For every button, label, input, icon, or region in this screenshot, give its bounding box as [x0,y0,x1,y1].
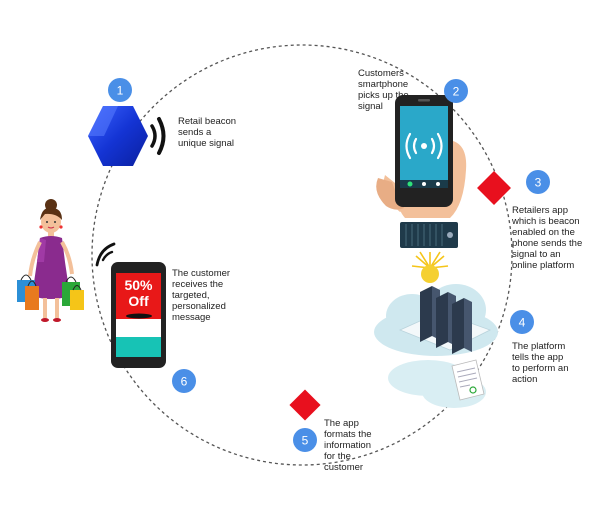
step-label-1: Retail beacon sends a unique signal [178,116,237,149]
diamond-connector-icon [477,171,511,205]
beacon-hexagon-icon [88,106,148,166]
step-label-3: Retailers app which is beacon enabled on… [512,205,583,271]
document-icon [456,367,478,388]
dashed-cycle-path [91,44,513,466]
step-number-6: 6 [181,375,188,389]
step-badge-6: 6 [172,369,196,393]
offer-off-text: Off [128,293,149,309]
offer-percent-text: 50% [124,277,153,293]
step-badge-2: 2 [444,79,468,103]
step-number-3: 3 [535,176,542,190]
offer-phone-icon: 50% Off [111,262,166,368]
step-label-2: Customers smartphone picks up the signal [358,68,409,112]
step-number-1: 1 [117,84,124,98]
step-badge-1: 1 [108,78,132,102]
wifi-signal-icon [405,132,443,160]
step-badge-3: 3 [526,170,550,194]
cloud-server-icon [374,251,498,408]
step-badge-4: 4 [510,310,534,334]
step-badge-5: 5 [293,428,317,452]
step-label-6: The customer receives the targeted, pers… [172,268,231,323]
smartphone-hand-icon [376,95,467,248]
step-label-5: The app formats the information for the … [324,418,372,473]
step-number-5: 5 [302,434,309,448]
signal-waves-icon [95,242,116,267]
shopper-woman-icon [17,199,84,322]
diamond-connector-icon [289,389,321,421]
step-label-4: The platform tells the app to perform an… [512,341,569,385]
signal-waves-icon [150,117,166,155]
step-number-4: 4 [519,316,526,330]
step-number-2: 2 [453,85,460,99]
